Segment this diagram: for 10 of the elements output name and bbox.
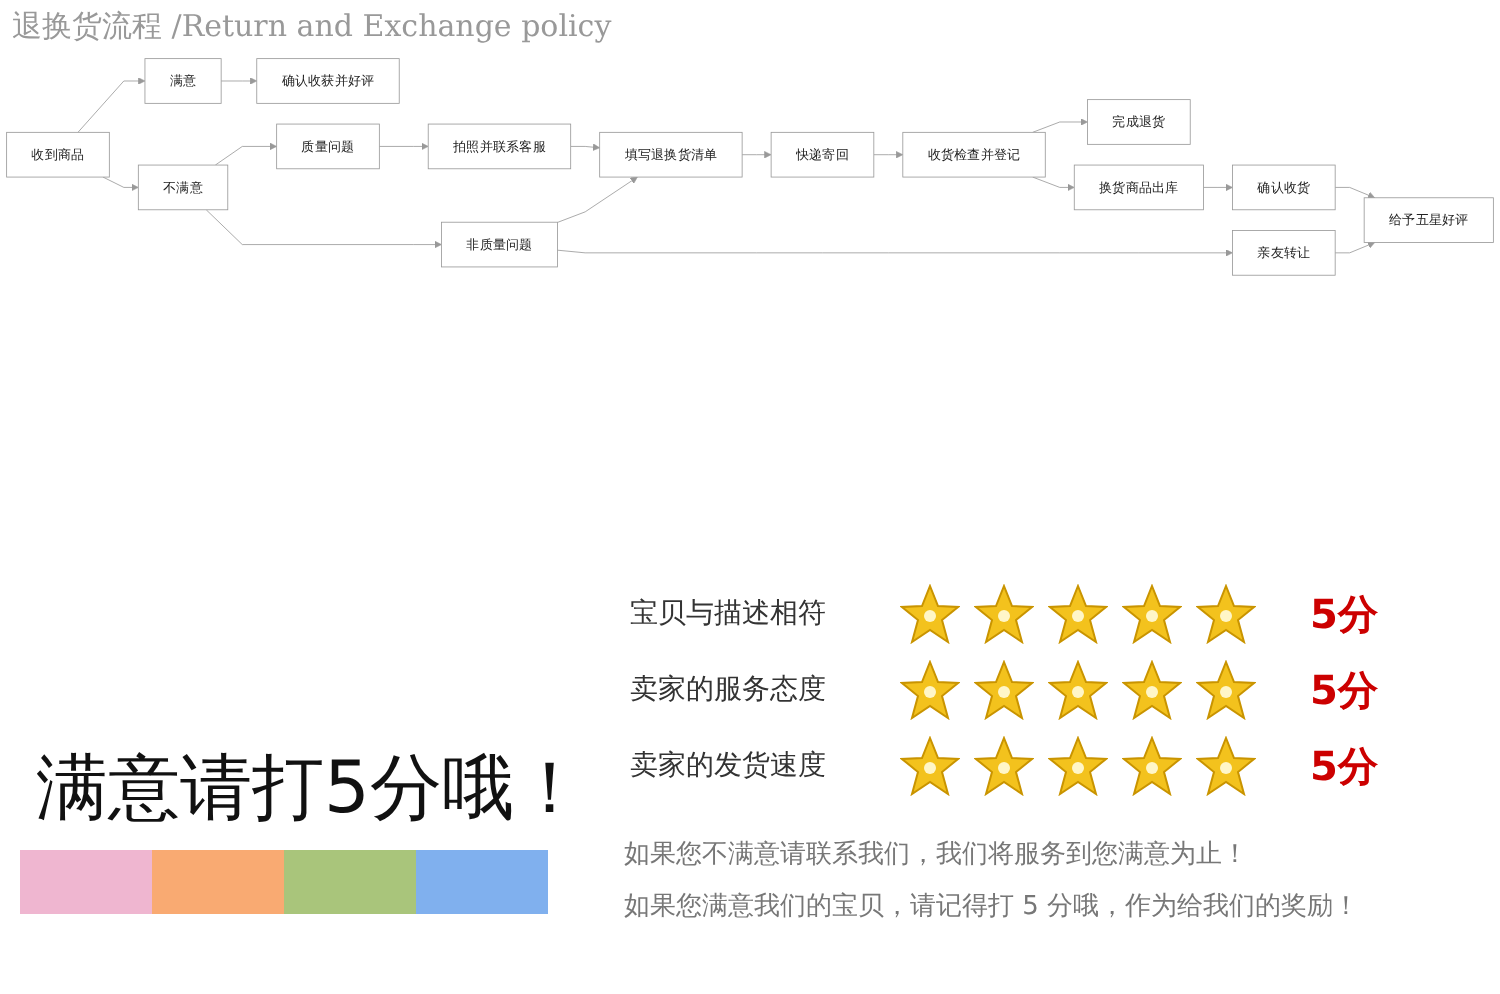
title: 退换货流程 /Return and Exchange policy: [12, 8, 612, 46]
rating-label: 卖家的发货速度: [630, 748, 828, 784]
rating-label: 宝贝与描述相符: [630, 596, 828, 632]
note-text: 如果您不满意请联系我们，我们将服务到您满意为止！: [624, 838, 1248, 872]
score-text: 5分: [1310, 587, 1378, 641]
score-text: 5分: [1310, 739, 1378, 793]
slogan-text: 满意请打5分哦！: [36, 746, 586, 834]
note-text: 如果您满意我们的宝贝，请记得打 5 分哦，作为给我们的奖励！: [624, 890, 1360, 924]
rating-label: 卖家的服务态度: [630, 672, 828, 708]
score-text: 5分: [1310, 663, 1378, 717]
